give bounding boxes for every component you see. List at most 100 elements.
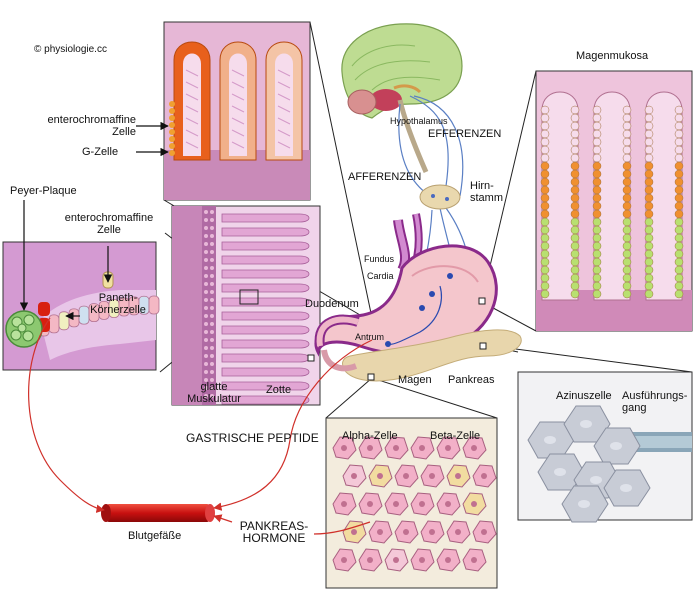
muscle-fiber [210, 258, 214, 262]
capillary [185, 141, 199, 149]
muscle-fiber [204, 378, 208, 382]
muscle-fiber [204, 322, 208, 326]
label-cardia: Cardia [367, 271, 394, 281]
label-gastrische-peptide: GASTRISCHE PEPTIDE [186, 431, 319, 445]
gland-cell [674, 225, 684, 235]
villus [221, 367, 310, 377]
islet-nucleus [481, 473, 487, 479]
muscle-fiber [210, 378, 214, 382]
islet-nucleus [341, 557, 347, 563]
gland-cell [674, 241, 684, 251]
gland-cell [674, 169, 684, 179]
gland-cell [622, 153, 632, 163]
gland-cell [540, 225, 550, 235]
islet-cells-inset [325, 417, 498, 589]
gland-cell [570, 281, 580, 291]
gland-cell [570, 137, 580, 147]
gland-cell [622, 289, 632, 299]
label-hirnstamm: Hirn- stamm [470, 180, 503, 204]
gland-cell [570, 241, 580, 251]
gland-cell [570, 161, 580, 171]
label-beta-zelle: Beta-Zelle [430, 430, 481, 442]
gland-cell [592, 241, 602, 251]
gland-cell [540, 201, 550, 211]
villus [221, 213, 310, 223]
gland-cell [622, 209, 632, 219]
endocrine-cell [169, 136, 175, 142]
muscle-fiber [210, 354, 214, 358]
gland-cell [674, 185, 684, 195]
gland-cell [622, 225, 632, 235]
endocrine-cell [169, 150, 175, 156]
villus-core [229, 53, 247, 156]
gland-cell [592, 257, 602, 267]
gland-cell [540, 265, 550, 275]
villus [221, 283, 310, 293]
gland-cell [674, 249, 684, 259]
gland-cell [674, 113, 684, 123]
gland-cell [592, 137, 602, 147]
gland-cell [674, 177, 684, 187]
gland-cell [644, 257, 654, 267]
label-hypothalamus: Hypothalamus [390, 116, 448, 126]
label-magen: Magen [398, 374, 432, 386]
gland-cell [674, 193, 684, 203]
gland-cell [592, 121, 602, 131]
muscle-fiber [204, 242, 208, 246]
gland-cell [622, 233, 632, 243]
muscle-fiber [204, 354, 208, 358]
epithelial-cell [58, 311, 70, 331]
villus [221, 353, 310, 363]
gland-cell [592, 113, 602, 123]
gland-cell [622, 113, 632, 123]
gland-cell [592, 233, 602, 243]
muscle-fiber [210, 226, 214, 230]
muscle-fiber [204, 282, 208, 286]
capillary [277, 117, 291, 125]
gland-cell [674, 209, 684, 219]
villus-core [183, 53, 201, 156]
gland-cell [592, 289, 602, 299]
gland-cell [622, 273, 632, 283]
gland-cell [622, 177, 632, 187]
label-zotte: Zotte [266, 384, 292, 396]
gland-cell [540, 281, 550, 291]
acinus-inset [517, 371, 693, 523]
gland-cell [570, 233, 580, 243]
label-efferenzen: EFFERENZEN [428, 128, 502, 140]
endocrine-cell [169, 143, 175, 149]
capillary [277, 81, 291, 89]
magenmukosa-inset [535, 70, 693, 332]
acinar-nucleus [580, 420, 592, 428]
gland-cell [570, 273, 580, 283]
label-alpha-zelle: Alpha-Zelle [342, 430, 398, 442]
islet-nucleus [341, 501, 347, 507]
gland-cell [674, 129, 684, 139]
gland-cell [570, 169, 580, 179]
villus [221, 339, 310, 349]
peyer-lymph-follicle [5, 310, 43, 348]
label-g-zelle: G-Zelle [82, 146, 119, 158]
gland-cell [570, 185, 580, 195]
brain-illustration [341, 23, 463, 174]
gland-cell [674, 281, 684, 291]
gland-cell [570, 177, 580, 187]
muscle-fiber [210, 242, 214, 246]
villus [221, 311, 310, 321]
muscle-fiber [204, 210, 208, 214]
muscle-fiber [204, 314, 208, 318]
villi-inset-top [163, 21, 311, 201]
muscle-fiber [210, 290, 214, 294]
islet-nucleus [403, 473, 409, 479]
muscle-fiber [204, 338, 208, 342]
capillary [231, 81, 245, 89]
muscle-fiber [204, 330, 208, 334]
gland-cell [540, 105, 550, 115]
label-fundus: Fundus [364, 254, 395, 264]
muscle-fiber [204, 362, 208, 366]
gland-cell [622, 249, 632, 259]
gland-cell [644, 193, 654, 203]
muscle-fiber [210, 298, 214, 302]
islet-nucleus [455, 473, 461, 479]
